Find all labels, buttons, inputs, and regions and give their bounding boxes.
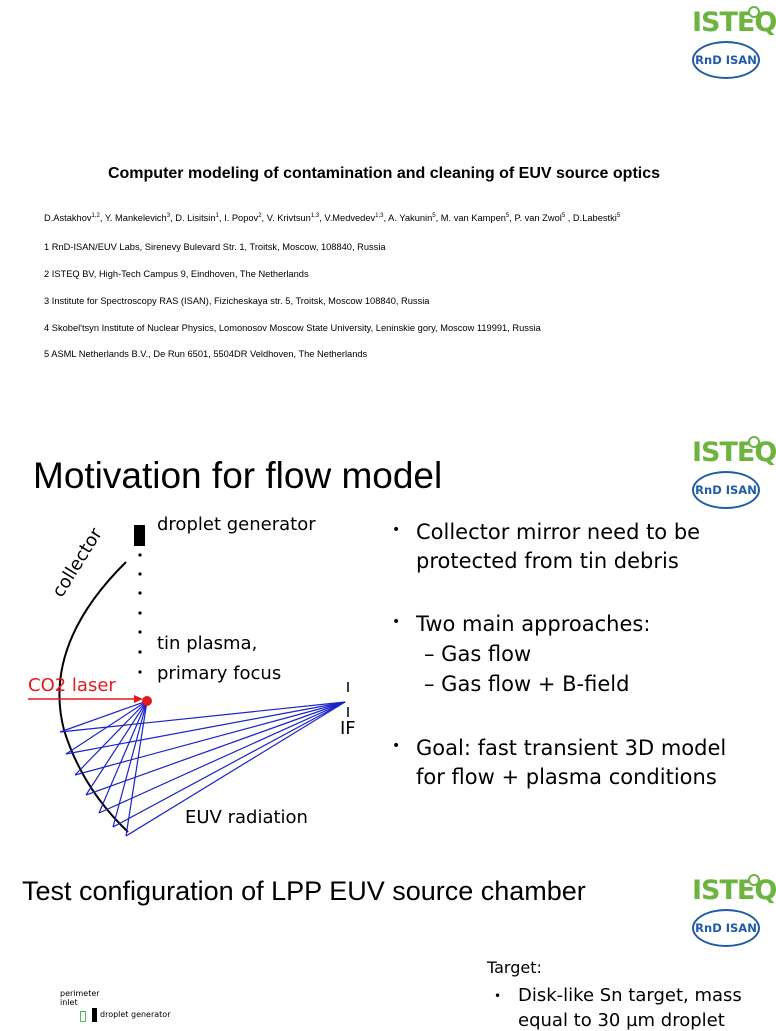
bullet-dot: • (392, 738, 401, 754)
logo-isteq-text: ISTEQ (692, 7, 776, 38)
author: M. van Kampen (440, 213, 506, 224)
sub-item-gas-flow: – Gas flow (424, 642, 532, 666)
droplet-dots (138, 553, 142, 674)
perimeter-label: perimeter (60, 989, 100, 998)
collector-arc (58, 561, 129, 833)
droplet-generator-label: droplet generator (100, 1010, 171, 1019)
bullet-dot: • (392, 614, 401, 630)
logo-isteq-text: ISTEQ (692, 875, 776, 906)
author: P. van Zwol (514, 213, 562, 224)
isteq-logo: ISTEQ RnD ISAN (690, 6, 776, 82)
author: D.Labestki (572, 213, 617, 224)
slide-title: Test configuration of LPP EUV source cha… (22, 876, 586, 906)
logo-ring-icon (748, 874, 760, 886)
primary-focus-label: primary focus (157, 663, 282, 684)
author: D.Astakhov (44, 213, 92, 224)
affiliation-5: 5 ASML Netherlands B.V., De Run 6501, 55… (44, 349, 368, 359)
author: A. Yakunin (388, 213, 433, 224)
co2-laser-label: CO2 laser (28, 675, 116, 696)
affiliation-1: 1 RnD-ISAN/EUV Labs, Sirenevy Bulevard S… (44, 242, 386, 252)
plasma-focus-dot (142, 696, 152, 706)
isteq-logo: ISTEQ RnD ISAN (690, 436, 776, 512)
droplet-generator-block (134, 525, 145, 546)
tin-plasma-label: tin plasma, (157, 633, 258, 654)
logo-rnd-isan-text: RnD ISAN (692, 909, 760, 947)
bullet-dot: • (494, 989, 502, 1003)
logo-ring-icon (748, 6, 760, 18)
target-bullet-line-1: Disk-like Sn target, mass (518, 985, 742, 1006)
title-slide: ISTEQ RnD ISAN Computer modeling of cont… (0, 0, 776, 420)
euv-radiation-label: EUV radiation (185, 807, 308, 828)
target-label: Target: (487, 958, 542, 977)
bullet-3-line-1: Goal: fast transient 3D model (416, 736, 727, 760)
paper-title: Computer modeling of contamination and c… (107, 165, 661, 182)
target-bullet-line-2: equal to 30 µm droplet (518, 1010, 725, 1031)
bullet-1-line-2: protected from tin debris (416, 549, 679, 573)
author: I. Popov (224, 213, 259, 224)
affiliation-4: 4 Skobel'tsyn Institute of Nuclear Physi… (44, 323, 541, 333)
euv-source-diagram (28, 525, 349, 837)
droplet-generator-label: droplet generator (157, 514, 316, 535)
bullet-2-line-1: Two main approaches: (416, 612, 651, 636)
bullet-dot: • (392, 522, 401, 538)
laser-arrowhead (134, 695, 143, 703)
inlet-label: inlet (60, 998, 78, 1007)
logo-ring-icon (748, 436, 760, 448)
author: Y. Mankelevich (104, 213, 167, 224)
logo-isteq-text: ISTEQ (692, 437, 776, 468)
author: D. Lisitsin (175, 213, 216, 224)
author: V. Krivtsun (266, 213, 311, 224)
droplet-generator-block (92, 1008, 97, 1022)
author-list: D.Astakhov1,2, Y. Mankelevich3, D. Lisit… (44, 213, 621, 224)
if-label: IF (340, 718, 356, 739)
affiliation-2: 2 ISTEQ BV, High-Tech Campus 9, Eindhove… (44, 269, 309, 279)
euv-rays (59, 700, 346, 837)
logo-rnd-isan-text: RnD ISAN (692, 41, 760, 79)
affiliation-3: 3 Institute for Spectroscopy RAS (ISAN),… (44, 296, 430, 306)
slide-title: Motivation for flow model (33, 455, 443, 496)
bullet-3-line-2: for flow + plasma conditions (416, 765, 717, 789)
motivation-slide: ISTEQ RnD ISAN Motivation for flow model (0, 420, 776, 858)
logo-rnd-isan-text: RnD ISAN (692, 471, 760, 509)
isteq-logo: ISTEQ RnD ISAN (690, 874, 776, 950)
author: V.Medvedev (324, 213, 376, 224)
sub-item-gas-flow-bfield: – Gas flow + B-field (424, 672, 630, 696)
test-configuration-slide: ISTEQ RnD ISAN Test configuration of LPP… (0, 858, 776, 1031)
inlet-marker (80, 1011, 86, 1022)
bullet-1-line-1: Collector mirror need to be (416, 520, 701, 544)
